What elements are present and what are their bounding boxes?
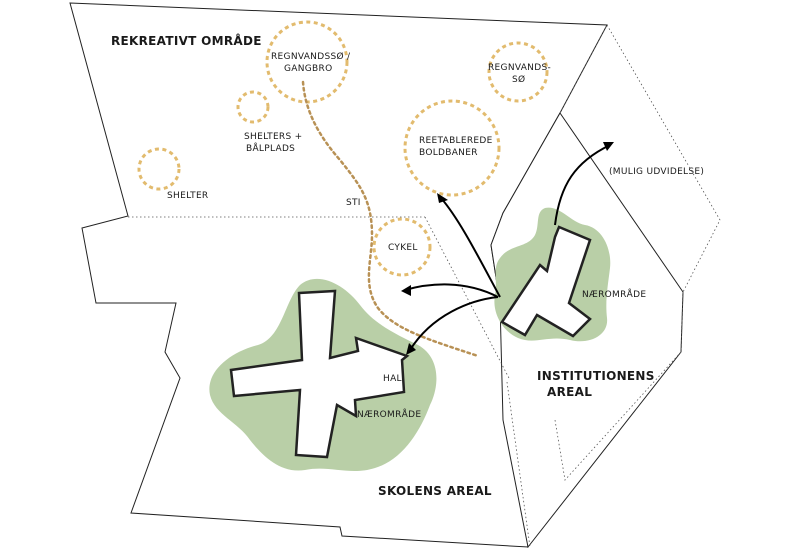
shelters-label-1: SHELTERS + [244,132,303,142]
fields-circle [403,99,501,197]
arrow-to-expansion [554,144,611,226]
recreational-label: REKREATIVT OMRÅDE [111,33,262,48]
shelter-circle [137,147,181,191]
school-institution-divider-a [424,216,511,381]
hall-label: HAL [383,374,402,384]
pond-label-2: SØ [512,74,525,85]
school-near-label: NÆROMRÅDE [357,408,421,420]
arrow-to-school [409,296,499,351]
arrowhead-fields [437,193,448,203]
shelters-label-2: BÅLPLADS [246,142,295,154]
fields-label-2: BOLDBANER [419,148,478,158]
pond-gangway-label-2: GANGBRO [284,64,332,74]
bike-circle [372,217,432,277]
institution-near-label: NÆROMRÅDE [582,288,646,300]
institution-area-label-2: AREAL [547,385,592,399]
arrows [401,142,614,355]
institution-building [500,225,592,338]
arrowhead-expansion [603,142,614,151]
path-label: STI [346,198,361,208]
arrowhead-school [406,343,416,355]
pond-gangway-label-1: REGNVANDSSØ / [271,51,351,62]
shelters-circle [236,90,270,124]
arrow-to-fields [440,197,501,298]
arrowhead-bike [401,285,411,296]
walking-path [301,80,480,358]
school-area-label: SKOLENS AREAL [378,484,492,498]
pond-label-1: REGNVANDS- [488,63,551,73]
pond-circle [487,41,549,103]
expansion-outline [559,24,721,293]
fields-label-1: REETABLEREDE [419,136,493,146]
shelter-label: SHELTER [167,191,208,201]
school-building [229,289,410,459]
arrow-to-bike [404,283,499,298]
bike-label: CYKEL [388,243,418,253]
institution-area-label-1: INSTITUTIONENS [537,369,655,383]
expansion-label: (MULIG UDVIDELSE) [609,167,704,177]
